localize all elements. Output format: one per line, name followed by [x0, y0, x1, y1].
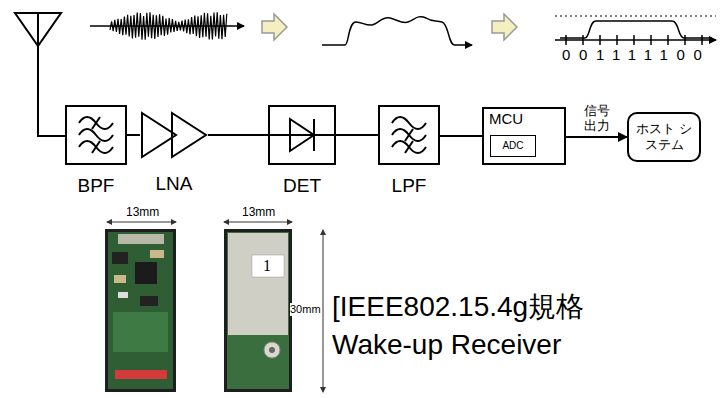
host-box: ホスト システム: [627, 112, 701, 162]
flow-arrow: [262, 14, 287, 40]
device-title: Wake-up Receiver: [332, 328, 561, 362]
module-box: MCU ADC: [482, 107, 566, 165]
dimension-label: 13mm: [126, 205, 159, 219]
det-symbol: [268, 105, 336, 165]
block-label: LPF: [392, 175, 427, 197]
block-symbol: LNA: [140, 105, 208, 165]
dimension-label: 13mm: [242, 205, 275, 219]
antenna-symbol: [15, 13, 65, 136]
block-symbol: LPF: [378, 105, 440, 165]
block-symbol: BPF: [65, 105, 127, 165]
bpf-symbol: [65, 105, 127, 165]
box-label: MCU: [489, 110, 523, 128]
digital-waveform: [555, 16, 716, 45]
block-label: BPF: [78, 175, 115, 197]
module-box: ADC: [490, 135, 536, 157]
signal-line: [336, 134, 378, 136]
lpf-symbol: [378, 105, 440, 165]
signal-line: [208, 134, 268, 136]
board-photo: [105, 229, 292, 392]
lna-symbol: [140, 105, 208, 165]
box-label: ADC: [491, 140, 535, 152]
device-title: [IEEE802.15.4g規格: [332, 290, 584, 324]
box-label: ホスト システム: [632, 121, 696, 153]
block-label: LNA: [156, 173, 193, 195]
block-symbol: DET: [268, 105, 336, 165]
bit-sequence: 001111100: [562, 46, 711, 64]
flow-arrow: [492, 14, 517, 40]
dimension-label: 30mm: [290, 303, 321, 316]
board-number: 1: [263, 256, 271, 275]
signal-line: [127, 134, 140, 136]
signal-line: [440, 135, 482, 137]
block-label: DET: [283, 175, 321, 197]
envelope-waveform: [322, 17, 472, 45]
edge-label: 信号 出力: [583, 103, 611, 133]
dimension-line: [107, 222, 323, 392]
signal-line: [566, 136, 627, 138]
rf-burst-waveform: [90, 12, 244, 39]
